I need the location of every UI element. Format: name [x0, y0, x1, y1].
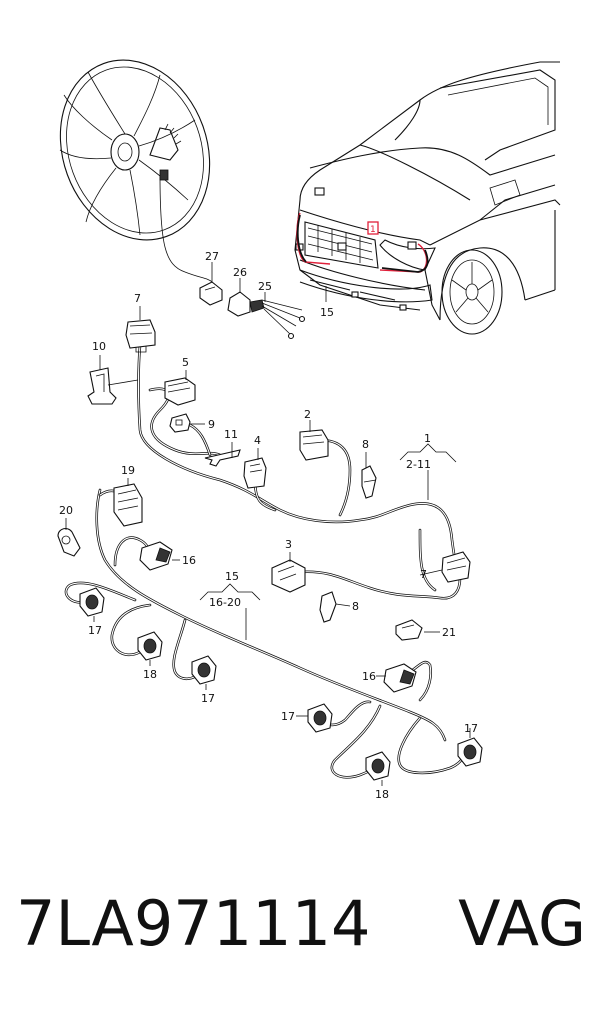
- callout-8-top: 8: [362, 438, 369, 451]
- vehicle-highlight-label: 1: [370, 225, 376, 235]
- callout-2: 2: [304, 408, 311, 421]
- callout-8-mid: 8: [352, 600, 359, 613]
- callout-labels: 27 26 25 15 7 10 5 9 11 4 2 8 1 2-11 19 …: [59, 250, 478, 801]
- callout-15-top: 15: [320, 306, 334, 319]
- callout-16-left: 16: [182, 554, 196, 567]
- vehicle-highlight-marker: [367, 221, 379, 235]
- part-number-caption: 7LA971114 VAG: [16, 893, 586, 955]
- callout-5: 5: [182, 356, 189, 369]
- leader-lines: [65, 286, 471, 786]
- callout-18-a: 18: [143, 668, 157, 681]
- callout-7-top: 7: [134, 292, 141, 305]
- callout-17-a: 17: [88, 624, 102, 637]
- callout-3: 3: [285, 538, 292, 551]
- part-number-code: 7LA971114: [16, 887, 371, 960]
- wiring-harness-diagram: 1: [57, 59, 561, 801]
- radiator-fan-illustration: [59, 59, 213, 283]
- callout-21: 21: [442, 626, 456, 639]
- callout-4: 4: [254, 434, 261, 447]
- callout-7-right: 7: [420, 568, 427, 581]
- part-number-brand: VAG: [458, 887, 586, 960]
- callout-20: 20: [59, 504, 73, 517]
- callout-19: 19: [121, 464, 135, 477]
- callout-11: 11: [224, 428, 238, 441]
- connector-parts-25-27: [199, 262, 306, 340]
- callout-26: 26: [233, 266, 247, 279]
- callout-1: 1: [424, 432, 431, 445]
- callout-15-mid: 15: [225, 570, 239, 583]
- callout-17-c: 17: [281, 710, 295, 723]
- callout-17-b: 17: [201, 692, 215, 705]
- callout-17-d: 17: [464, 722, 478, 735]
- callout-27: 27: [205, 250, 219, 263]
- callout-1-range: 2-11: [406, 458, 431, 471]
- lower-harness-15: [57, 483, 483, 781]
- callout-25: 25: [258, 280, 272, 293]
- upper-harness-1: [87, 319, 471, 641]
- callout-9: 9: [208, 418, 215, 431]
- callout-16-right: 16: [362, 670, 376, 683]
- vehicle-illustration: 1: [294, 61, 561, 335]
- callout-15-range: 16-20: [209, 596, 241, 609]
- callout-10: 10: [92, 340, 106, 353]
- callout-18-b: 18: [375, 788, 389, 801]
